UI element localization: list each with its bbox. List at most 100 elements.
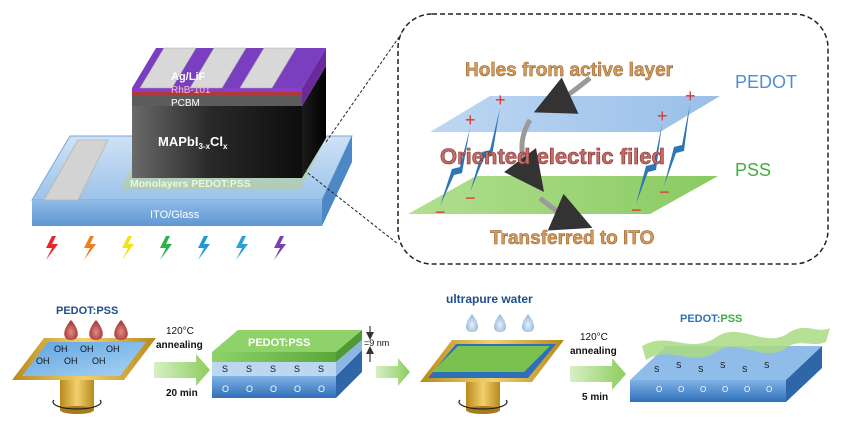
s-atom-2: S <box>246 364 252 374</box>
final-o-atom-2: O <box>678 385 684 394</box>
process-arrow-3: 120°C annealing 5 min <box>570 332 626 403</box>
o-atom-2: O <box>246 384 253 394</box>
lightning-bolt-5 <box>198 236 210 260</box>
final-o-atom-4: O <box>722 385 728 394</box>
pedot-label: PEDOT <box>735 72 797 92</box>
drop-1 <box>64 320 78 340</box>
final-o-atom-6: O <box>766 385 772 394</box>
drop-3 <box>114 320 128 340</box>
slab2-mid <box>212 362 336 376</box>
hole-arrow-3 <box>538 193 593 231</box>
chuck-3-base <box>466 406 500 414</box>
final-pedot: PEDOT <box>680 313 718 325</box>
device-stack: Ag/LiF RhB-101 PCBM MAPbI3-xClx Monolaye… <box>31 29 405 245</box>
slab2-bottom-side <box>336 350 362 398</box>
absorber-main: MAPbI <box>158 134 198 149</box>
hole-arrow-2 <box>504 118 544 193</box>
chuck-1 <box>60 378 94 410</box>
ag-stripe-3 <box>239 47 297 89</box>
slab4-front <box>630 380 786 402</box>
dipole-2 <box>440 128 470 206</box>
layers-side <box>302 48 326 106</box>
s-atom-1: S <box>222 364 228 374</box>
absorber-mid: Cl <box>210 134 223 149</box>
arrow-2-shape <box>376 358 410 386</box>
oh-2: OH <box>80 344 94 354</box>
o-atom-5: O <box>318 384 325 394</box>
final-s-atom-1: S <box>654 365 659 374</box>
water-drop-3 <box>522 314 534 332</box>
time-1: 20 min <box>166 388 198 399</box>
process-arrow-1: 120°C annealing 20 min <box>154 326 210 399</box>
lif-layer <box>132 88 302 92</box>
dipole-plus-2: + <box>465 110 476 130</box>
glass-substrate-front <box>32 200 322 226</box>
o-atom-3: O <box>270 384 277 394</box>
ag-stripe-1 <box>139 47 197 89</box>
pcbm-label: PCBM <box>171 98 200 109</box>
lightning-bolt-2 <box>84 236 96 260</box>
inset-frame <box>397 13 829 265</box>
rotation-arrow-3 <box>458 399 508 410</box>
inset-bottom-text: Transferred to ITO <box>490 228 654 249</box>
o-atom-4: O <box>294 384 301 394</box>
s-atom-5: S <box>318 364 324 374</box>
inset-panel: +−+−+−+− Holes from active layer PEDOT O… <box>397 13 829 265</box>
ito-strip <box>43 139 109 201</box>
hole-arrow-1 <box>533 76 592 114</box>
process-row: PEDOT:PSS OH OH OH OH OH OH 120°C anneal… <box>12 292 830 414</box>
rhb-layer <box>132 92 302 96</box>
water-label: ultrapure water <box>446 292 533 306</box>
ag-stripe-2 <box>189 47 247 89</box>
temp-2: 120°C <box>580 332 608 343</box>
oh-4: OH <box>36 356 50 366</box>
final-colon: : <box>717 313 721 325</box>
leader-line-top <box>325 29 405 143</box>
rhb-label: RhB-101 <box>171 85 211 96</box>
substrate-label: ITO/Glass <box>150 209 200 221</box>
anneal-2: annealing <box>570 346 617 357</box>
dipole-minus-2: − <box>435 202 446 222</box>
glass-substrate-side <box>322 136 352 226</box>
substrate-3-green <box>432 346 550 372</box>
thickness-label: =9 nm <box>364 338 389 348</box>
oh-6: OH <box>92 356 106 366</box>
final-o-atom-5: O <box>744 385 750 394</box>
final-o-atom-3: O <box>700 385 706 394</box>
final-pss: PSS <box>720 313 742 325</box>
process-arrow-2 <box>376 358 410 386</box>
arrow-1-shape <box>154 354 210 386</box>
step2-label: PEDOT:PSS <box>248 337 310 349</box>
dipole-minus-1: − <box>465 188 476 208</box>
slab2-mid-side <box>336 340 362 376</box>
arrow-3-shape <box>570 358 626 390</box>
slab2-green-side <box>336 330 362 362</box>
rotation-arrow-1 <box>52 399 102 410</box>
step3-rinse: ultrapure water <box>420 292 564 414</box>
chuck-3 <box>466 380 500 410</box>
electrode-label: Ag/LiF <box>171 71 205 83</box>
oh-1: OH <box>54 344 68 354</box>
pss-label: PSS <box>735 160 771 180</box>
perovskite-front <box>132 106 302 178</box>
dipole-1 <box>470 108 500 192</box>
perovskite-side <box>302 66 326 178</box>
oh-5: OH <box>64 356 78 366</box>
absorber-sub1: 3-x <box>198 142 210 151</box>
dipole-minus-3: − <box>659 182 670 202</box>
step1-label: PEDOT:PSS <box>56 305 118 317</box>
temp-1: 120°C <box>166 326 194 337</box>
wavy-monolayer <box>642 327 830 360</box>
slab2-green-front <box>212 352 336 362</box>
chuck-1-base <box>60 406 94 414</box>
dipole-4 <box>636 124 662 204</box>
substrate-1 <box>22 342 146 376</box>
lightning-bolt-7 <box>274 236 286 260</box>
final-s-atom-5: S <box>742 365 747 374</box>
final-label: PEDOT:PSS <box>680 313 742 325</box>
light-bolts <box>46 236 286 260</box>
